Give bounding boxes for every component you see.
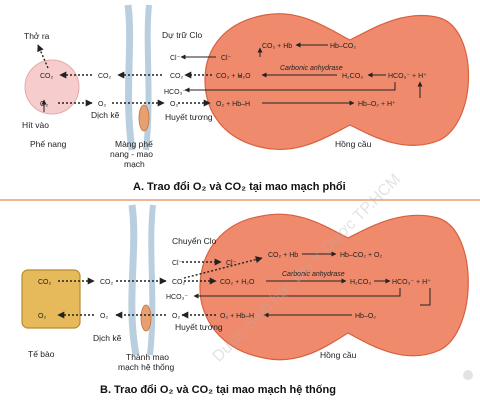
b-hco3-h: HCO₃⁻ + H⁺ bbox=[392, 279, 431, 286]
b-co2-hb: CO₂ + Hb bbox=[268, 252, 298, 259]
a-hco3-plasma: HCO₃⁻ bbox=[164, 89, 186, 96]
panel-a: Thở ra Hít vào Phế nang Dịch kẽ Màng phế… bbox=[22, 4, 470, 169]
a-o2-interstitial: O₂ bbox=[98, 101, 106, 108]
label-huyet-tuong-b: Huyết tương bbox=[175, 322, 223, 332]
b-hbo2: Hb–O₂ bbox=[355, 313, 376, 320]
b-carbonic: Carbonic anhydrase bbox=[282, 271, 345, 278]
label-tho-ra: Thở ra bbox=[24, 31, 50, 41]
corner-mark-icon bbox=[463, 370, 473, 380]
label-hit-vao: Hít vào bbox=[22, 120, 49, 130]
a-cl-plasma: Cl⁻ bbox=[170, 55, 181, 62]
caption-b: B. Trao đổi O₂ và CO₂ tại mao mạch hệ th… bbox=[100, 384, 336, 396]
b-h2co3: H₂CO₃ bbox=[350, 279, 371, 286]
alveolus bbox=[24, 59, 80, 115]
label-phe-nang: Phế nang bbox=[30, 139, 67, 149]
label-huyet-tuong-a: Huyết tương bbox=[165, 112, 213, 122]
a-co2-alveolus: CO₂ bbox=[40, 73, 54, 80]
b-cl-plasma: Cl⁻ bbox=[172, 260, 183, 267]
a-hco3-h: HCO₃⁻ + H⁺ bbox=[388, 73, 427, 80]
b-o2-interstitial: O₂ bbox=[100, 313, 108, 320]
a-hbo2-h: Hb–O₂ + H⁺ bbox=[358, 101, 396, 108]
a-h2co3: H₂CO₃ bbox=[342, 73, 363, 80]
a-co2-interstitial: CO₂ bbox=[98, 73, 112, 80]
label-chuyen-clo: Chuyển Clo bbox=[172, 236, 217, 246]
panel-b: Tế bào Dịch kẽ Thành mao mạch hệ thống H… bbox=[21, 204, 469, 372]
label-te-bao: Tế bào bbox=[28, 349, 55, 359]
label-dich-ke-a: Dịch kẽ bbox=[91, 110, 120, 120]
label-thanh-mao-mach: Thành mao mạch hệ thống bbox=[118, 352, 175, 372]
a-cl-rbc: Cl⁻ bbox=[221, 55, 232, 62]
a-carbonic: Carbonic anhydrase bbox=[280, 65, 343, 72]
a-hb-co2: Hb–CO₂ bbox=[330, 43, 356, 50]
b-o2-cell: O₂ bbox=[38, 313, 46, 320]
b-hco3-plasma: HCO₃⁻ bbox=[166, 294, 188, 301]
b-co2-plasma: CO₂ bbox=[172, 279, 186, 286]
membrane-a bbox=[124, 4, 152, 151]
b-o2-hbh: O₂ + Hb–H bbox=[220, 313, 254, 320]
b-reaction-arrows bbox=[193, 251, 431, 318]
label-hong-cau-b: Hồng cầu bbox=[320, 350, 357, 360]
a-reaction-arrows bbox=[180, 42, 423, 106]
label-du-tru-clo: Dự trữ Clo bbox=[162, 30, 202, 40]
label-dich-ke-b: Dịch kẽ bbox=[93, 333, 122, 343]
a-co2-hb: CO₂ + Hb bbox=[262, 43, 292, 50]
b-co2-h2o: CO₂ + H₂O bbox=[220, 279, 255, 286]
membrane-b bbox=[128, 204, 156, 356]
a-o2-plasma: O₂ bbox=[170, 101, 178, 108]
label-hong-cau-a: Hồng cầu bbox=[335, 139, 372, 149]
a-diffusion-arrows bbox=[37, 44, 212, 112]
b-hbco2-o2: Hb–CO₂ + O₂ bbox=[340, 252, 382, 259]
b-co2-interstitial: CO₂ bbox=[100, 279, 114, 286]
label-mang-a: Màng phế nang - mao mạch bbox=[110, 139, 155, 169]
a-co2-plasma: CO₂ bbox=[170, 73, 184, 80]
a-o2-hbh: O₂ + Hb–H bbox=[216, 101, 250, 108]
b-o2-plasma: O₂ bbox=[172, 313, 180, 320]
b-diffusion-arrows bbox=[57, 256, 263, 319]
b-co2-cell: CO₂ bbox=[38, 279, 52, 286]
caption-a: A. Trao đổi O₂ và CO₂ tại mao mạch phổi bbox=[133, 181, 346, 193]
tissue-cell bbox=[21, 269, 81, 329]
a-co3-h2o: CO₃ + H₂O bbox=[216, 73, 251, 80]
rbc-a bbox=[204, 13, 470, 150]
rbc-b bbox=[199, 213, 469, 361]
b-cl-rbc: Cl⁻ bbox=[226, 260, 237, 267]
